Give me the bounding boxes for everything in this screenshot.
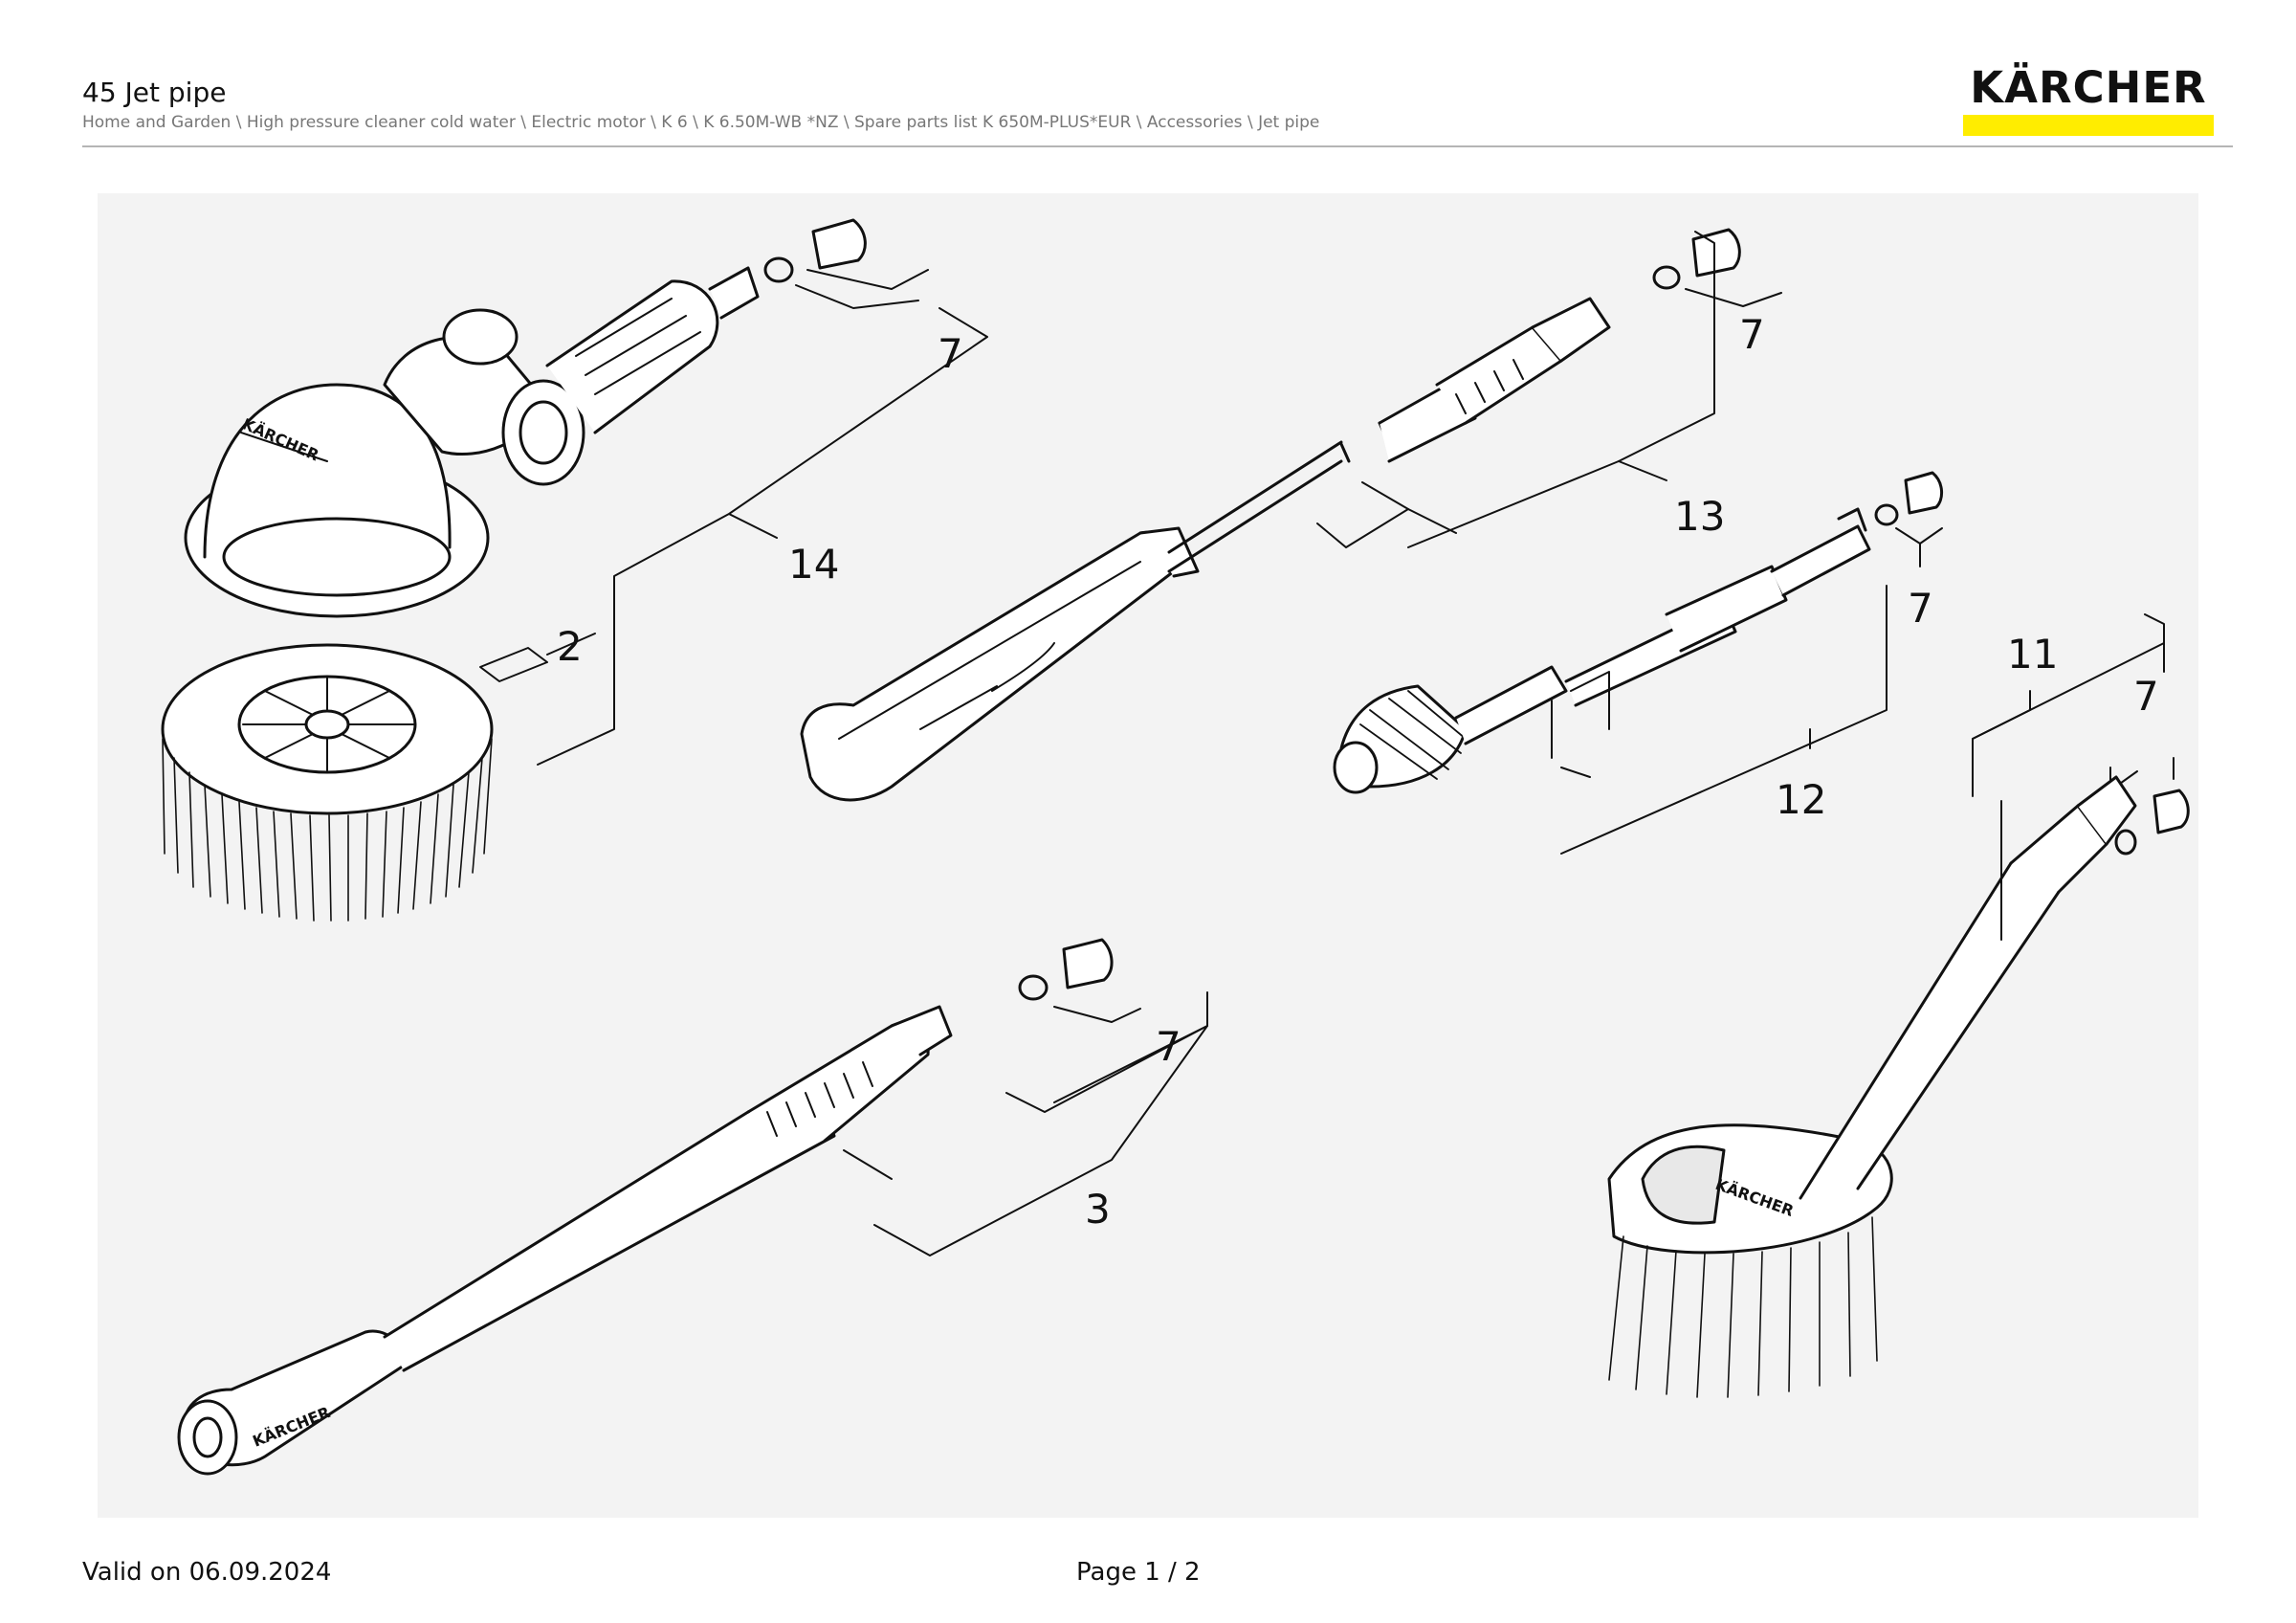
logo-yellow-bar	[1963, 115, 2214, 136]
nozzle-set-top-right	[1652, 228, 1782, 307]
callout-13: 13	[1674, 493, 1725, 540]
nozzle-set-middle-right	[1874, 471, 1943, 567]
callout-7-d: 7	[2133, 673, 2159, 720]
wash-brush-illustration: KÄRCHER	[1607, 775, 2137, 1398]
callout-2: 2	[557, 623, 583, 670]
callout-3: 3	[1085, 1186, 1111, 1233]
exploded-parts-drawing: KÄRCHER	[98, 193, 2198, 1518]
spray-lance-handle-illustration	[800, 297, 1611, 802]
nozzle-set-lower-right	[2109, 757, 2190, 856]
valid-date: Valid on 06.09.2024	[82, 1558, 332, 1587]
rotating-brush-illustration: KÄRCHER	[161, 266, 760, 922]
callout-numbers: 7 14 2 7 13 7 12 11 7 7 3	[557, 311, 2159, 1233]
breadcrumb: Home and Garden \ High pressure cleaner …	[82, 113, 1320, 132]
karcher-logo: KÄRCHER	[1963, 63, 2214, 136]
callout-7-b: 7	[1739, 311, 1765, 358]
header-divider	[82, 145, 2233, 147]
callout-7-c: 7	[1908, 585, 1933, 632]
callout-12: 12	[1776, 776, 1826, 823]
long-lance-illustration: KÄRCHER	[177, 1005, 953, 1476]
callout-14: 14	[788, 541, 839, 588]
rotary-nozzle-lance-illustration	[1333, 507, 1871, 794]
callout-7-a: 7	[938, 330, 963, 377]
nozzle-set-bottom	[1018, 938, 1141, 1023]
page-number: Page 1 / 2	[1076, 1558, 1201, 1587]
callout-11: 11	[2007, 631, 2058, 678]
callout-7-e: 7	[1156, 1023, 1181, 1070]
page-title: 45 Jet pipe	[82, 77, 227, 108]
logo-wordmark: KÄRCHER	[1970, 62, 2207, 113]
nozzle-set-top-left	[763, 218, 929, 309]
callout-leader-lines	[479, 231, 2165, 1256]
parts-drawing-svg: KÄRCHER	[161, 218, 2190, 1476]
